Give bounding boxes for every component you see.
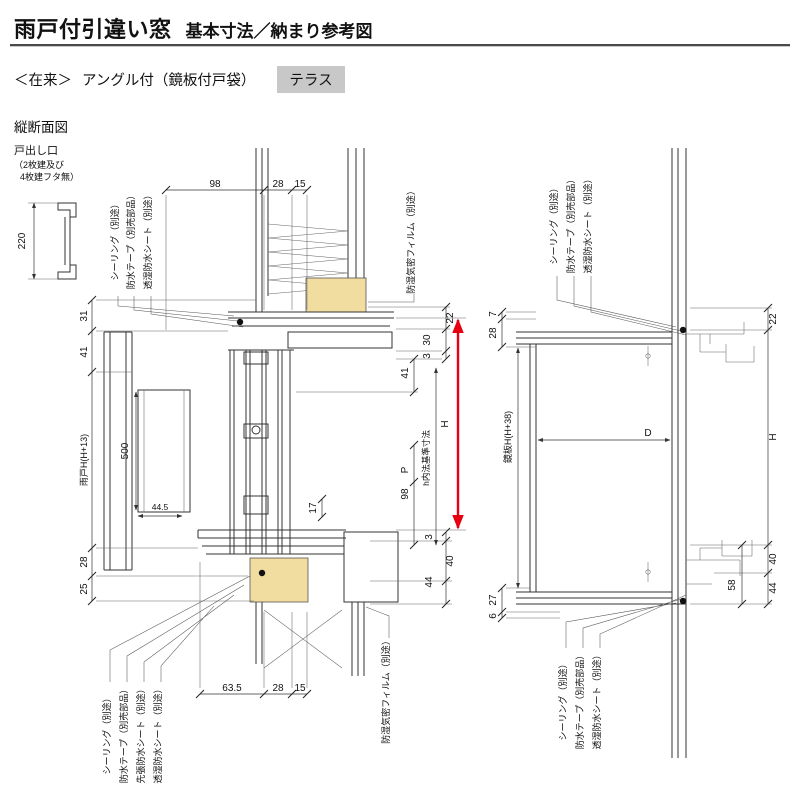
right-leader-lines [556,276,687,648]
dim-label: 98 [400,488,411,500]
dim-label: 500 [120,442,131,459]
construction-label: ＜在来＞ [14,73,72,89]
left-part-labels: シーリング（別途） 防水テープ（別売部品） 透湿防水シート（別途） 防湿気密フィ… [101,186,416,783]
part-label: 透湿防水シート（別途） [582,174,593,273]
wall-column [671,148,687,758]
sealing-dot [258,569,266,577]
part-label: 先張防水シート（別途） [135,684,146,783]
dim-label: 7 [488,311,499,317]
dim-label: H [768,433,779,440]
page-title: 雨戸付引違い窓 [14,17,172,42]
header-divider [10,44,790,47]
dim-label: 22 [445,312,456,324]
dim-label: 41 [400,367,411,379]
dim-label: 40 [768,553,779,565]
dim-label: 鏡板H(H+38) [502,411,513,463]
dim-label: 220 [17,232,28,249]
dim-label: h内法基準寸法 [421,430,431,486]
sealing-dot [679,326,687,334]
door-outlet-note: （2枚建及び [14,159,64,170]
dim-label: 40 [445,555,456,567]
dim-label: 44.5 [152,502,169,512]
part-label: 防湿気密フィルム（別途） [380,636,391,744]
right-part-labels: シーリング（別途） 防水テープ（別売部品） 透湿防水シート（別途） シーリング（… [548,174,602,749]
dim-label: 15 [294,683,306,694]
part-label: 防水テープ（別売部品） [125,191,136,289]
door-outlet-title: 戸出し口 [14,144,58,157]
dim-label: 31 [79,310,90,322]
dim-label: 25 [79,583,90,595]
sealing-dot [679,597,687,605]
dim-label: 22 [768,313,779,325]
dim-label: 28 [79,556,90,568]
dim-label: 63.5 [222,683,242,694]
dim-label: 6 [488,613,499,619]
spec-label: アングル付（鏡板付戸袋） [82,73,256,89]
part-label: 防水テープ（別売部品） [565,175,576,273]
sash-assembly [228,349,294,555]
dim-label: 27 [488,594,499,606]
part-label: 防水テープ（別売部品） [118,685,129,783]
part-label: シーリング（別途） [101,693,112,774]
part-label: シーリング（別途） [557,659,568,740]
part-label: シーリング（別途） [548,183,559,264]
part-label: 防湿気密フィルム（別途） [405,186,416,294]
glass-symbol [251,425,261,435]
window-type-chip: テラス [277,66,345,93]
head-frame [228,311,394,349]
sill-assembly [197,529,399,676]
door-outlet-note: 4枚建フタ無） [20,171,79,182]
right-section-drawing: 7 28 22 D H 鏡板H(H+38) 27 6 58 44 40 シーリン… [488,148,779,758]
head-and-sill [516,322,755,605]
dim-label: 28 [272,179,284,190]
part-label: 透湿防水シート（別途） [591,650,602,749]
section-title: 縦断面図 [14,120,68,135]
dim-label: 98 [209,179,221,190]
left-dimension-lines [87,185,466,699]
dim-label: 雨戸H(H+13) [79,434,89,486]
dim-label: 58 [727,579,738,591]
head-board-hatch [287,331,393,349]
dim-label: 28 [272,683,284,694]
dim-label: H [440,420,451,427]
dim-label: 17 [308,502,319,514]
dim-label: 3 [422,353,433,359]
dim-label: 3 [424,534,435,540]
right-dimension-lines [497,303,773,623]
wall-top [255,148,367,313]
shutter-case [103,331,191,571]
dim-label: 41 [79,346,90,358]
part-label: シーリング（別途） [109,199,120,280]
left-leader-lines [109,294,415,682]
left-section-drawing: 98 28 15 63.5 28 15 31 41 雨戸H(H+13) 500 … [79,148,466,784]
variant-row: ＜在来＞ アングル付（鏡板付戸袋） テラス [14,66,345,93]
shutter-panel [137,389,191,513]
left-dimension-labels: 98 28 15 63.5 28 15 31 41 雨戸H(H+13) 500 … [79,179,456,694]
sealing-dot [236,318,244,326]
dim-label: 44 [768,582,779,594]
page-subtitle: 基本寸法／納まり参考図 [185,22,373,41]
wood-frame-top [305,277,367,313]
part-label: 透湿防水シート（別途） [142,190,153,289]
dim-label: 44 [424,576,435,588]
dim-label: P [400,466,411,473]
dim-label: 30 [422,334,433,346]
dim-label: 15 [294,179,306,190]
door-outlet-detail: 戸出し口 （2枚建及び 4枚建フタ無） 220 [14,144,79,280]
dim-label: D [644,428,651,439]
dim-label: 28 [488,327,499,339]
crosshatch-block [343,531,399,603]
page-header: 雨戸付引違い窓 基本寸法／納まり参考図 [14,12,373,44]
wood-frame-bottom [249,557,309,603]
part-label: 防水テープ（別売部品） [574,651,585,749]
part-label: 透湿防水シート（別途） [152,684,163,783]
right-dimension-labels: 7 28 22 D H 鏡板H(H+38) 27 6 58 44 40 [488,311,779,619]
